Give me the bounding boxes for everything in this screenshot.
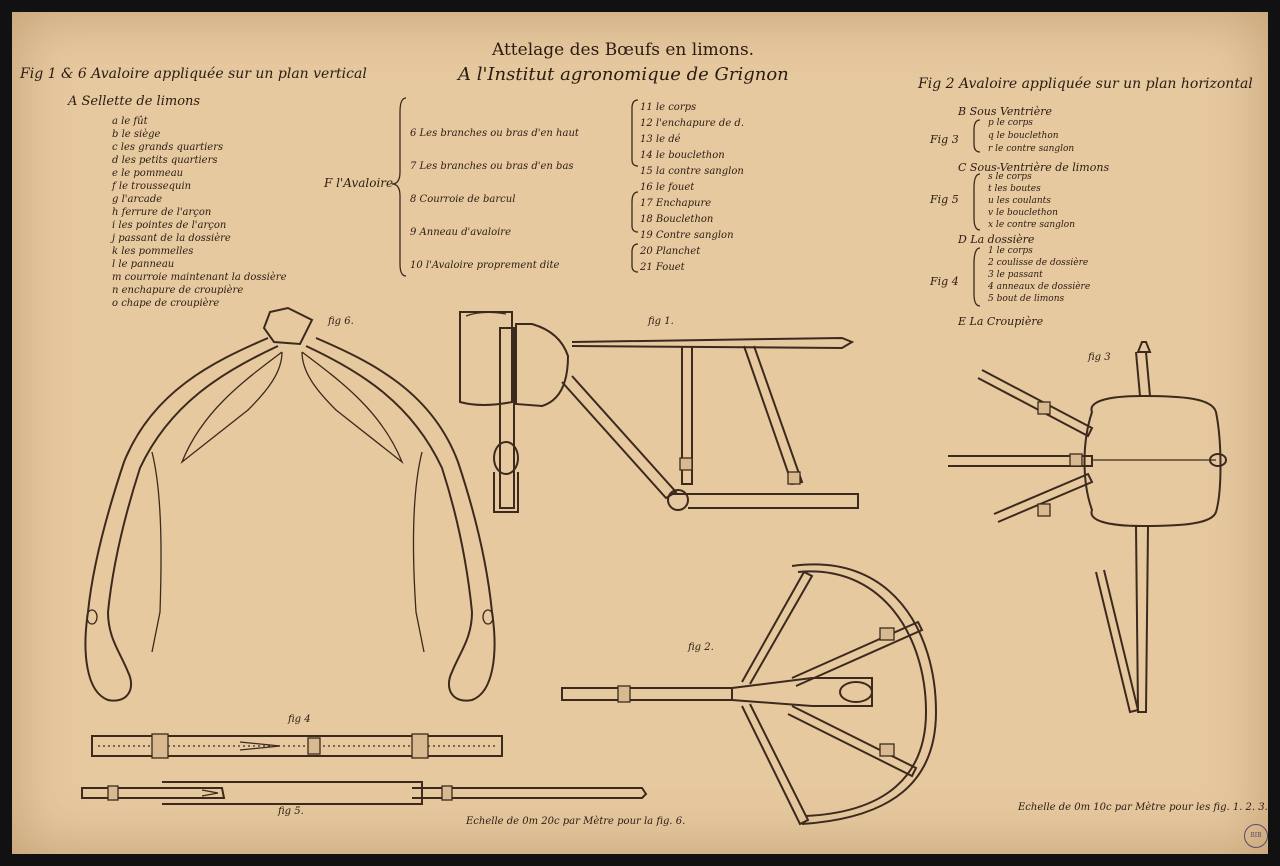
fig6-label: fig 6.: [328, 316, 354, 327]
legend-item: 15 la contre sanglon: [640, 166, 744, 177]
fig5-label: fig 5.: [278, 806, 304, 817]
legend-item: 5 bout de limons: [988, 294, 1065, 304]
legend-item: m courroie maintenant la dossière: [112, 272, 287, 283]
legend-item: 16 le fouet: [640, 182, 695, 193]
legend-b: B Sous Ventrière: [958, 105, 1052, 118]
fig2-label: fig 2.: [688, 642, 714, 653]
legend-item: k les pommelles: [112, 246, 194, 257]
library-stamp: BIB: [1244, 824, 1268, 848]
title-line-1: Attelage des Bœufs en limons.: [492, 40, 755, 60]
fig4-dossiere: [91, 733, 503, 759]
legend-c: C Sous-Ventrière de limons: [958, 161, 1110, 174]
avaloire-col2-brace-1: [631, 99, 639, 167]
fig4-brace: [973, 247, 981, 307]
legend-item: n enchapure de croupière: [112, 285, 244, 296]
fig3-top-view: [948, 341, 1227, 714]
legend-d: D La dossière: [958, 233, 1035, 246]
fig6-saddle: [84, 306, 496, 702]
legend-item: 3 le passant: [988, 270, 1043, 280]
title-line-2: A l'Institut agronomique de Grignon: [458, 64, 789, 85]
legend-item: j passant de la dossière: [112, 233, 231, 244]
avaloire-label: F l'Avaloire: [324, 176, 394, 190]
legend-item: g l'arcade: [112, 194, 163, 205]
fig1-label: fig 1.: [648, 316, 674, 327]
legend-item: d les petits quartiers: [112, 155, 218, 166]
legend-item: 10 l'Avaloire proprement dite: [410, 260, 560, 271]
legend-item: r le contre sanglon: [988, 144, 1075, 154]
fig1-side-view: [459, 311, 859, 513]
legend-item: 20 Planchet: [640, 246, 701, 257]
legend-item: a le fût: [112, 116, 148, 127]
scale-left: Echelle de 0m 20c par Mètre pour la fig.…: [466, 816, 686, 827]
avaloire-col2-brace-2: [631, 191, 639, 233]
legend-item: c les grands quartiers: [112, 142, 224, 153]
drawing-sheet: Attelage des Bœufs en limons. A l'Instit…: [12, 12, 1268, 854]
legend-item: v le bouclethon: [988, 208, 1058, 218]
avaloire-col2-brace-3: [631, 243, 639, 273]
right-header: Fig 2 Avaloire appliquée sur un plan hor…: [918, 76, 1253, 92]
legend-item: e le pommeau: [112, 168, 184, 179]
legend-item: 13 le dé: [640, 134, 681, 145]
legend-e: E La Croupière: [958, 315, 1044, 328]
legend-item: q le bouclethon: [988, 131, 1059, 141]
legend-item: u les coulants: [988, 196, 1051, 206]
legend-item: 7 Les branches ou bras d'en bas: [410, 161, 574, 172]
legend-item: 18 Bouclethon: [640, 214, 714, 225]
legend-item: o chape de croupière: [112, 298, 220, 309]
legend-item: i les pointes de l'arçon: [112, 220, 227, 231]
legend-item: 2 coulisse de dossière: [988, 258, 1089, 268]
legend-a-heading: A Sellette de limons: [68, 94, 201, 109]
legend-item: 19 Contre sanglon: [640, 230, 734, 241]
brace-fig4: Fig 4: [930, 275, 959, 288]
fig5-sous-ventriere: [81, 781, 648, 805]
fig4-label: fig 4: [288, 714, 311, 725]
legend-item: s le corps: [988, 172, 1032, 182]
legend-item: 21 Fouet: [640, 262, 685, 273]
legend-item: 17 Enchapure: [640, 198, 712, 209]
legend-item: f le troussequin: [112, 181, 192, 192]
legend-item: 12 l'enchapure de d.: [640, 118, 745, 129]
legend-item: p le corps: [988, 118, 1033, 128]
left-header: Fig 1 & 6 Avaloire appliquée sur un plan…: [20, 66, 367, 82]
brace-fig5: Fig 5: [930, 193, 959, 206]
legend-item: b le siège: [112, 129, 161, 140]
fig5-brace: [973, 173, 981, 231]
legend-item: 1 le corps: [988, 246, 1033, 256]
legend-item: 4 anneaux de dossière: [988, 282, 1091, 292]
technical-drawing: [81, 97, 1227, 826]
legend-item: 14 le bouclethon: [640, 150, 725, 161]
fig3-label: fig 3: [1088, 352, 1111, 363]
legend-item: 8 Courroie de barcul: [410, 194, 516, 205]
fig3-brace: [973, 119, 981, 153]
legend-item: 11 le corps: [640, 102, 697, 113]
legend-item: 6 Les branches ou bras d'en haut: [410, 128, 579, 139]
scale-right: Echelle de 0m 10c par Mètre pour les fig…: [1018, 802, 1268, 813]
fig2-avaloire: [561, 563, 938, 826]
avaloire-brace: [391, 97, 407, 277]
legend-item: l le panneau: [112, 259, 175, 270]
brace-fig3: Fig 3: [930, 133, 959, 146]
legend-item: 9 Anneau d'avaloire: [410, 227, 511, 238]
legend-item: t les boutes: [988, 184, 1041, 194]
legend-item: x le contre sanglon: [988, 220, 1075, 230]
legend-item: h ferrure de l'arçon: [112, 207, 212, 218]
